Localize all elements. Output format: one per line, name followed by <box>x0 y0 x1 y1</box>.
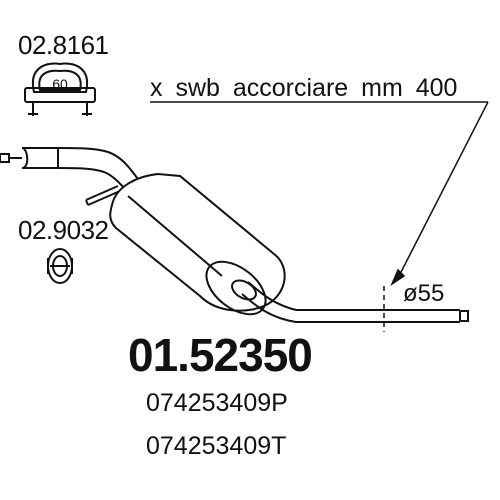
hanger-rod <box>85 185 121 206</box>
muffler-body <box>109 172 286 316</box>
oem-number: 074253409T <box>146 432 287 460</box>
outlet-pipe <box>241 281 469 323</box>
oem-number: 074253409P <box>146 389 288 417</box>
clamp-top-code: 02.8161 <box>18 30 109 60</box>
part-number: 01.52350 <box>128 329 313 381</box>
inlet-pipe <box>0 147 141 193</box>
note-leader-line <box>150 101 489 287</box>
clamp-top-size: 60 <box>52 76 68 92</box>
clamp-top-icon: 60 <box>24 62 96 116</box>
diameter-label: ø55 <box>403 280 445 307</box>
clamp-mid-code: 02.9032 <box>18 215 109 245</box>
clamp-mid-icon <box>47 248 73 284</box>
shorten-note: x swb accorciare mm 400 <box>150 74 458 102</box>
